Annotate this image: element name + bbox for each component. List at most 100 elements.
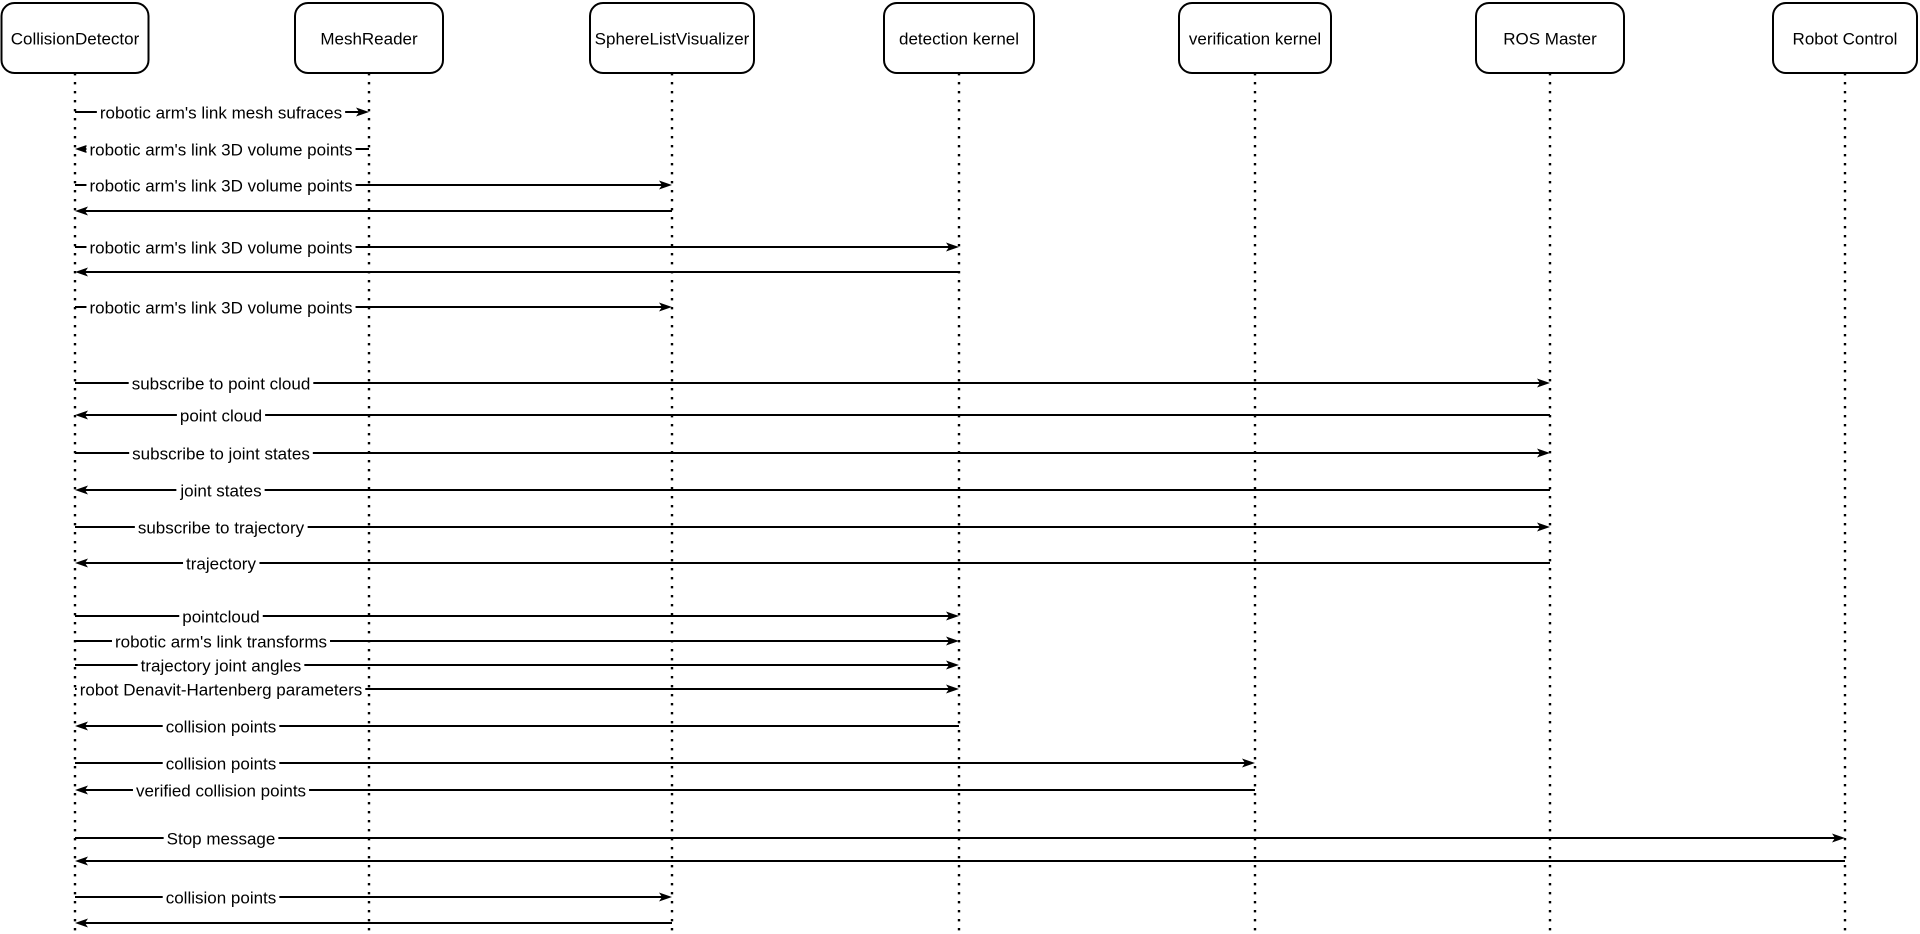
participant-name: CollisionDetector [11,30,140,49]
message-16: trajectory joint angles [75,656,959,676]
message-label: robotic arm's link 3D volume points [89,141,352,160]
arrowhead [356,107,369,117]
message-label-bg [163,829,279,849]
message-label-bg [176,481,265,501]
participant-meshreader: MeshReader [294,2,444,934]
arrowhead [1537,378,1550,388]
message-20: verified collision points [75,781,1255,801]
message-label: collision points [166,755,277,774]
arrowhead [1537,448,1550,458]
message-label-bg [179,607,263,627]
message-19: collision points [75,754,1255,774]
message-label-bg [76,680,366,700]
message-label: verified collision points [136,782,306,801]
participant-box [1772,2,1918,74]
participant-name: MeshReader [320,30,418,49]
message-4 [75,206,672,216]
message-label: trajectory joint angles [141,657,302,676]
message-label: collision points [166,718,277,737]
participant-box [1178,2,1332,74]
arrowhead [1242,758,1255,768]
participant-box [589,2,755,74]
arrowhead [659,892,672,902]
message-label-bg [86,298,356,318]
message-label-bg [132,781,310,801]
message-label-bg [128,374,314,394]
message-14: pointcloud [75,607,959,627]
message-label: robotic arm's link 3D volume points [89,177,352,196]
message-label: robot Denavit-Hartenberg parameters [80,681,363,700]
message-9: point cloud [75,406,1550,426]
arrowhead [75,144,88,154]
participant-name: ROS Master [1503,30,1597,49]
arrowhead [75,485,88,495]
message-label: trajectory [186,555,256,574]
participant-name: detection kernel [899,30,1019,49]
message-label: robotic arm's link mesh sufraces [100,104,342,123]
message-label-bg [162,888,280,908]
message-13: trajectory [75,554,1550,574]
message-label-bg [86,140,356,160]
message-label: pointcloud [182,608,260,627]
participant-box [1475,2,1625,74]
message-label-bg [96,103,346,123]
participant-name: SphereListVisualizer [595,30,750,49]
arrowhead [1537,522,1550,532]
participant-robot-control: Robot Control [1772,2,1918,934]
message-label-bg [129,444,313,464]
message-24 [75,918,672,928]
message-label-bg [162,717,280,737]
message-label-bg [86,176,356,196]
arrowhead [75,856,88,866]
message-18: collision points [75,717,959,737]
message-label: Stop message [167,830,276,849]
arrowhead [75,206,88,216]
message-label: robotic arm's link 3D volume points [89,299,352,318]
participant-spherelistvisualizer: SphereListVisualizer [589,2,755,934]
message-label-bg [134,518,308,538]
message-8: subscribe to point cloud [75,374,1550,394]
message-23: collision points [75,888,672,908]
message-label: subscribe to joint states [132,445,310,464]
arrowhead [75,558,88,568]
arrowhead [75,410,88,420]
message-label-bg [137,656,305,676]
arrowhead [946,660,959,670]
message-label: robotic arm's link transforms [115,633,327,652]
message-label: subscribe to point cloud [132,375,311,394]
participant-box [0,2,150,74]
participant-ros-master: ROS Master [1475,2,1625,934]
arrowhead [659,180,672,190]
message-17: robot Denavit-Hartenberg parameters [75,680,959,700]
arrowhead [946,242,959,252]
arrowhead [946,611,959,621]
participant-collisiondetector: CollisionDetector [0,2,150,934]
message-label: joint states [179,482,261,501]
message-1: robotic arm's link mesh sufraces [75,103,369,123]
message-label-bg [183,554,260,574]
arrowhead [659,302,672,312]
participant-verification-kernel: verification kernel [1178,2,1332,934]
arrowhead [75,918,88,928]
participant-box [294,2,444,74]
message-22 [75,856,1845,866]
participant-box [883,2,1035,74]
message-6 [75,267,959,277]
message-5: robotic arm's link 3D volume points [75,238,959,258]
participant-name: verification kernel [1189,30,1321,49]
message-label: robotic arm's link 3D volume points [89,239,352,258]
message-label-bg [86,238,356,258]
message-label-bg [111,632,331,652]
message-15: robotic arm's link transforms [75,632,959,652]
arrowhead [75,785,88,795]
arrowhead [946,684,959,694]
message-label-bg [162,754,280,774]
message-11: joint states [75,481,1550,501]
participant-name: Robot Control [1793,30,1898,49]
message-7: robotic arm's link 3D volume points [75,298,672,318]
message-3: robotic arm's link 3D volume points [75,176,672,196]
message-label: collision points [166,889,277,908]
participant-detection-kernel: detection kernel [883,2,1035,934]
